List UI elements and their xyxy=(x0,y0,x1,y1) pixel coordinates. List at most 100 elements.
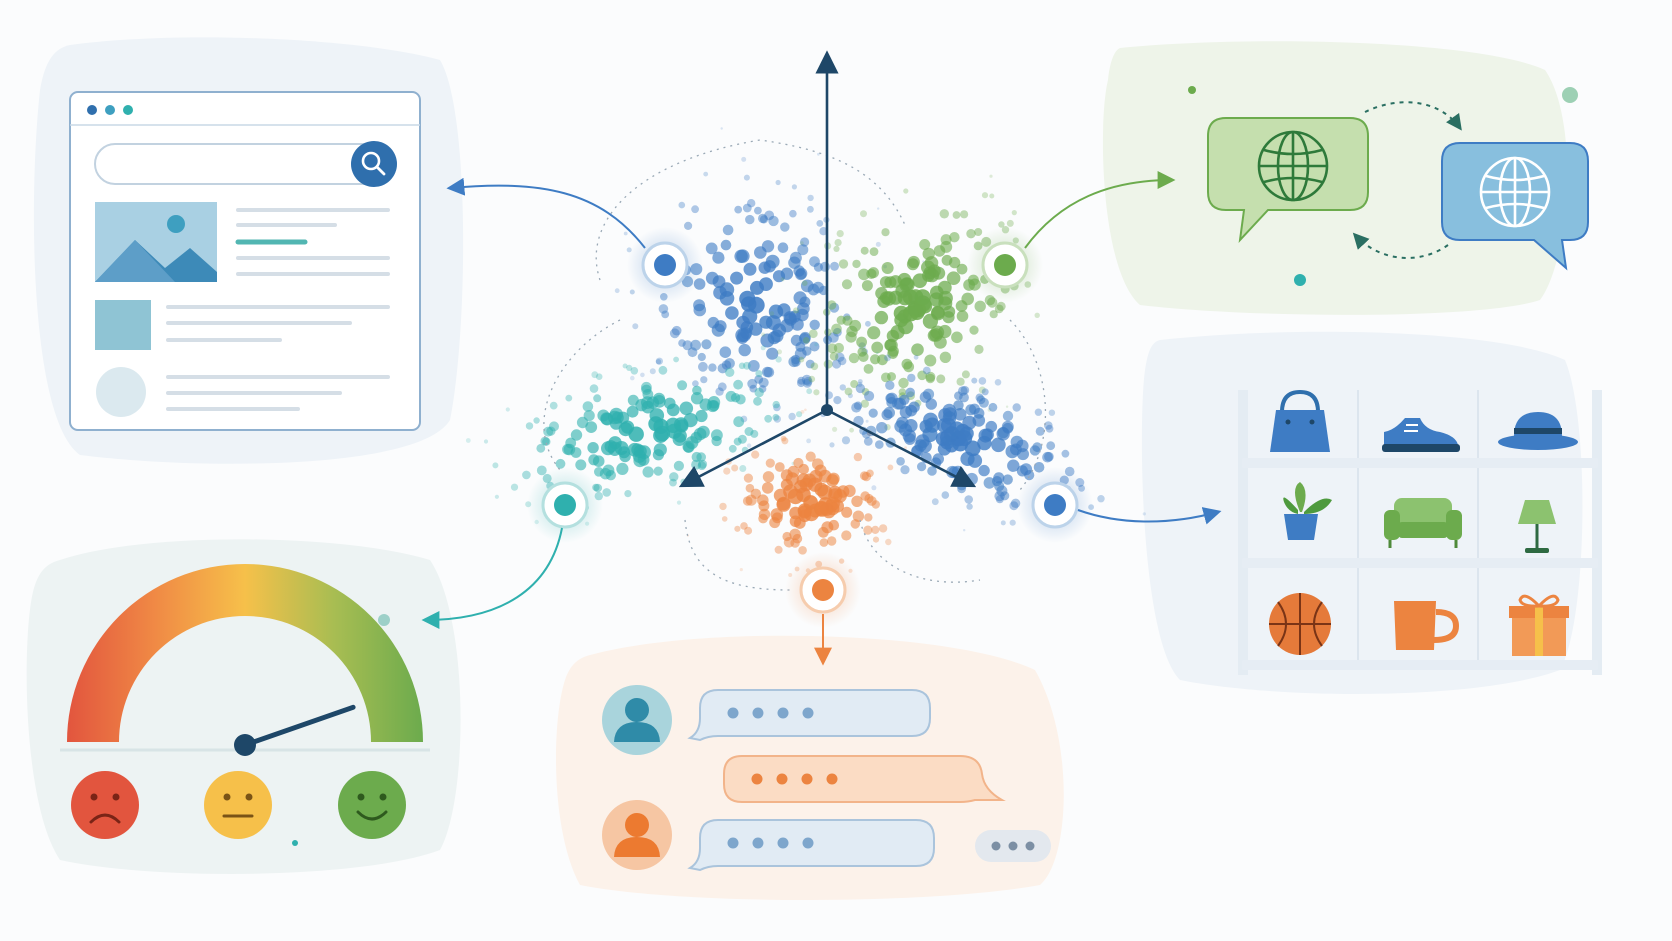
embedding-point xyxy=(717,382,727,392)
embedding-point xyxy=(669,472,679,482)
embedding-point xyxy=(642,389,654,400)
embedding-point xyxy=(719,346,732,359)
embedding-point xyxy=(997,426,1009,439)
embedding-point xyxy=(932,453,944,465)
embedding-point xyxy=(876,422,888,434)
embedding-point xyxy=(795,269,807,281)
embedding-point xyxy=(715,387,724,396)
embedding-point xyxy=(690,392,704,405)
embedding-point xyxy=(919,239,931,250)
embedding-point xyxy=(746,443,752,448)
embedding-point xyxy=(791,184,798,190)
embedding-point xyxy=(1009,501,1019,511)
embedding-point xyxy=(673,356,679,363)
embedding-point xyxy=(810,362,819,371)
embedding-point xyxy=(857,379,863,384)
embedding-point xyxy=(863,364,874,374)
embedding-point xyxy=(629,289,635,295)
embedding-point xyxy=(693,427,707,441)
embedding-point xyxy=(1012,403,1021,412)
embedding-point xyxy=(642,466,654,478)
embedding-point xyxy=(725,306,739,320)
embedding-point xyxy=(832,359,842,369)
embedding-point xyxy=(861,280,873,292)
embedding-point xyxy=(885,380,895,390)
gauge-arc xyxy=(67,564,423,742)
embedding-point xyxy=(964,495,973,504)
embedding-point xyxy=(898,377,909,389)
chat-bubble-incoming xyxy=(687,819,935,872)
embedding-point xyxy=(653,466,663,476)
embedding-point xyxy=(760,345,766,351)
embedding-point xyxy=(897,318,914,335)
embedding-point xyxy=(1045,424,1054,433)
embedding-point xyxy=(796,411,803,418)
embedding-point xyxy=(1010,443,1022,456)
embedding-point xyxy=(505,407,510,412)
embedding-point xyxy=(981,428,994,442)
embedding-point xyxy=(846,325,858,338)
embedding-point xyxy=(844,387,853,396)
embedding-point xyxy=(1006,219,1014,227)
embedding-point xyxy=(720,239,732,251)
embedding-point xyxy=(570,429,583,441)
embedding-point xyxy=(614,288,620,294)
embedding-point xyxy=(794,347,807,360)
embedding-point xyxy=(935,431,950,446)
axis-right xyxy=(826,408,977,488)
search-button[interactable] xyxy=(351,141,397,187)
result-thumbnail xyxy=(95,300,151,350)
embedding-point xyxy=(585,421,598,433)
embedding-point xyxy=(697,461,707,471)
embedding-point xyxy=(652,449,665,461)
arrow-to-translation xyxy=(1024,171,1176,249)
embedding-point xyxy=(855,383,866,394)
embedding-point xyxy=(1142,512,1146,516)
embedding-point xyxy=(623,231,628,236)
embedding-point xyxy=(723,467,731,475)
embedding-point xyxy=(761,240,775,253)
embedding-point xyxy=(676,500,682,505)
embedding-point xyxy=(966,229,976,239)
embedding-point xyxy=(1097,495,1105,503)
embedding-point xyxy=(589,384,599,393)
embedding-point xyxy=(841,530,852,541)
embedding-point xyxy=(1007,459,1020,472)
embedding-point xyxy=(632,323,639,330)
translate-arrow-back xyxy=(1352,232,1449,259)
embedding-point xyxy=(937,418,952,433)
embedding-point xyxy=(833,396,842,405)
embedding-point xyxy=(794,480,808,494)
embedding-point xyxy=(817,152,820,156)
embedding-point xyxy=(465,438,471,443)
embedding-point xyxy=(707,316,720,329)
embedding-point xyxy=(865,320,871,327)
embedding-point xyxy=(533,417,540,424)
embedding-point xyxy=(939,209,949,219)
embedding-point xyxy=(843,484,856,498)
embedding-point xyxy=(788,412,796,421)
potted-plant-icon xyxy=(1283,482,1332,540)
embedding-point xyxy=(607,441,622,456)
embedding-point xyxy=(867,326,881,340)
armchair-icon xyxy=(1384,498,1462,548)
embedding-point xyxy=(666,423,682,439)
embedding-point xyxy=(876,351,879,355)
embedding-point xyxy=(871,485,877,491)
basketball-icon xyxy=(1269,593,1331,655)
embedding-point xyxy=(898,388,907,396)
embedding-point xyxy=(886,329,900,343)
embedding-point xyxy=(800,237,810,247)
embedding-point xyxy=(809,341,820,352)
typing-indicator xyxy=(975,830,1051,862)
embedding-point xyxy=(956,310,969,322)
embedding-point xyxy=(618,422,633,437)
embedding-point xyxy=(851,495,863,507)
embedding-point xyxy=(758,508,771,521)
embedding-point xyxy=(1002,410,1014,422)
embedding-point xyxy=(698,361,708,372)
embedding-point xyxy=(737,434,747,444)
chat-bubble-incoming xyxy=(687,689,931,742)
search-input[interactable] xyxy=(94,143,396,185)
embedding-point xyxy=(669,478,677,487)
